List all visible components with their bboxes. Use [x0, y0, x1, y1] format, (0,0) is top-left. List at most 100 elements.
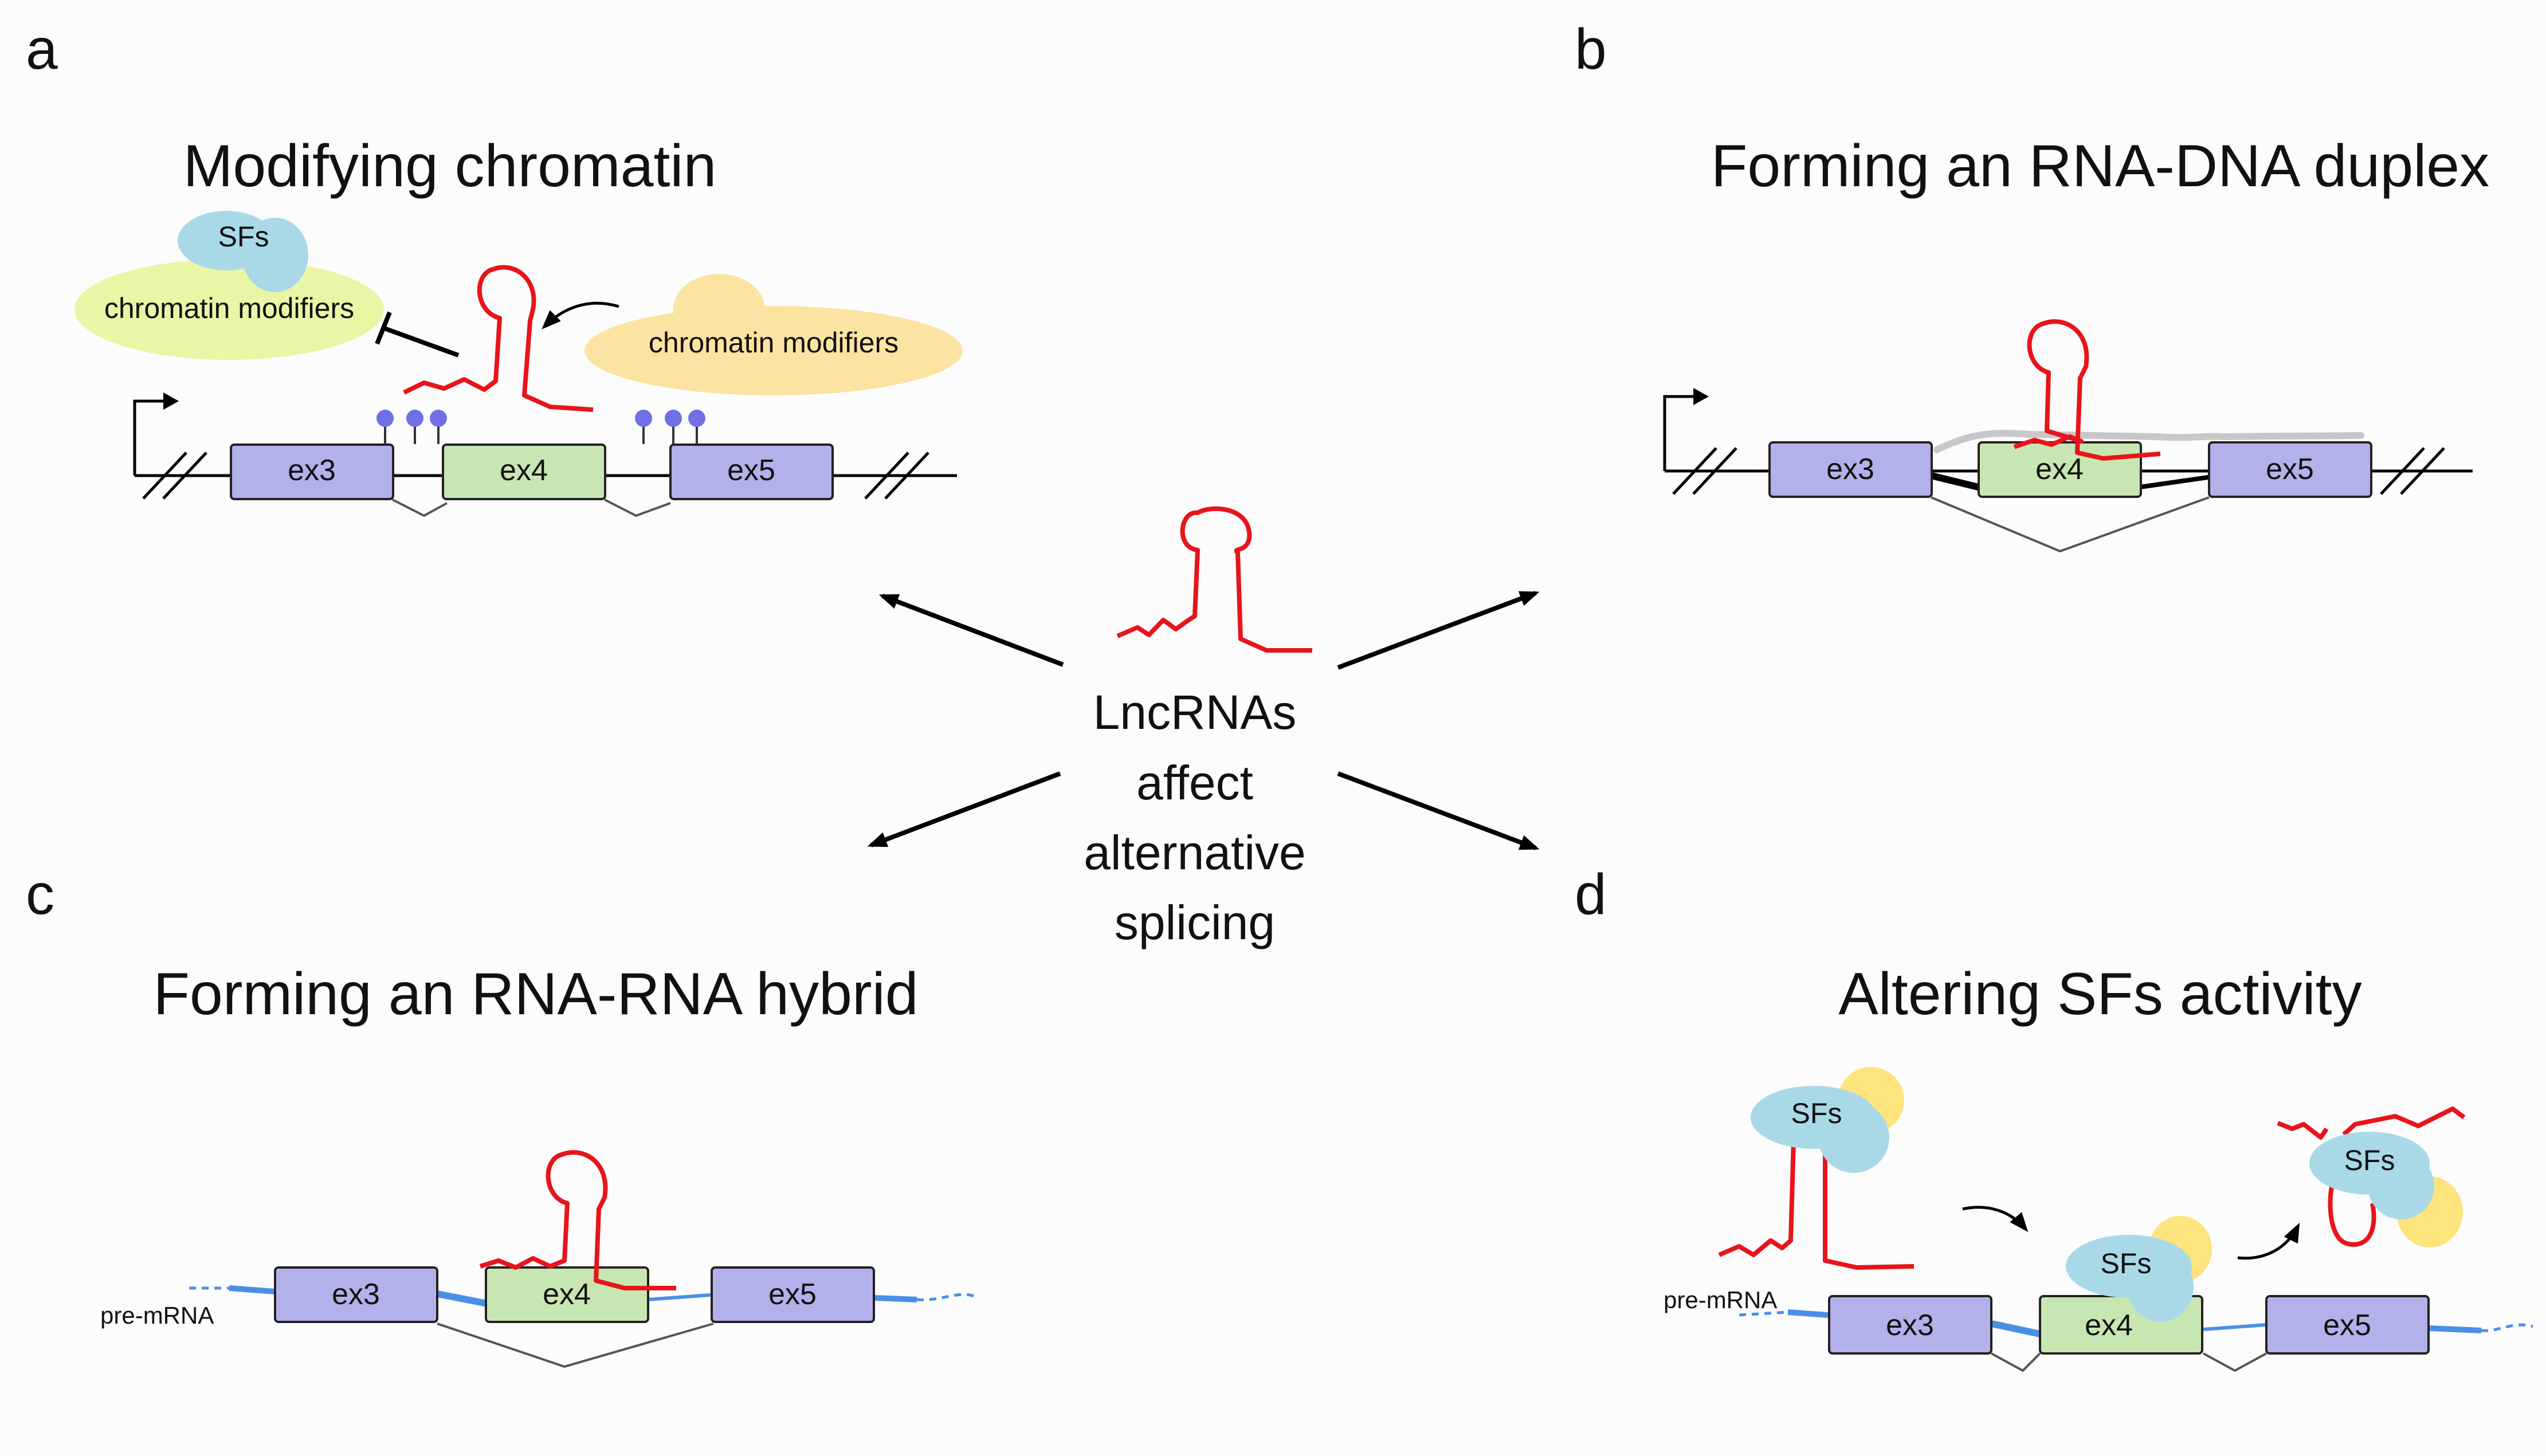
panel-d-splice-left	[1991, 1352, 2041, 1372]
panel-b-exon-3-label: ex3	[1826, 453, 1874, 486]
panel-a-exon-3-label: ex3	[288, 454, 336, 487]
panel-c-splice-line	[437, 1322, 714, 1368]
panel-b-duplex-strand-right	[2140, 474, 2212, 489]
panel-a-letter: a	[26, 17, 58, 81]
panel-b-exon-4-label: ex4	[2035, 453, 2084, 486]
panel-a-sfs-label: SFs	[218, 221, 269, 253]
panel-c-exon-5-label: ex5	[768, 1278, 817, 1311]
panel-b-exon-3	[1768, 441, 1933, 498]
panel-a-break-left-2	[162, 452, 207, 500]
panel-a-modifiers-right-label: chromatin modifiers	[649, 327, 899, 359]
panel-b-letter: b	[1575, 17, 1607, 81]
center-lncrna-hairpin	[1116, 506, 1312, 653]
panel-a: a Modifying chromatin ex3 ex4 ex5	[26, 17, 963, 517]
panel-d-premrna-right	[2429, 1325, 2482, 1333]
panel-d-premrna-dash-left	[1739, 1310, 1788, 1317]
panel-d: d Altering SFs activity pre-mRNA ex3 ex4…	[1575, 862, 2533, 1372]
panel-b-splice-line	[1931, 496, 2210, 553]
panel-b-tss-arrow	[1663, 395, 1696, 471]
panel-a-exon-5-label: ex5	[727, 454, 775, 487]
panel-d-premrna-left	[1787, 1309, 1829, 1318]
panel-a-histone-marks-right	[635, 410, 705, 444]
panel-b-exon-5-label: ex5	[2266, 453, 2314, 486]
panel-d-premrna-label: pre-mRNA	[1664, 1286, 1777, 1313]
panel-d-sfs-3-lobe	[2368, 1153, 2434, 1219]
panel-c-premrna-left	[229, 1285, 276, 1294]
panel-d-splice-right	[2203, 1352, 2267, 1372]
panel-d-exon-3	[1828, 1295, 1992, 1355]
panel-c: c Forming an RNA-RNA hybrid pre-mRNA ex3…	[26, 862, 975, 1368]
panel-a-title: Modifying chromatin	[183, 133, 717, 199]
panel-a-sfs-blob-lobe	[242, 218, 308, 292]
panel-c-premrna-intron1	[436, 1290, 488, 1307]
panel-a-histone-marks-left	[376, 410, 447, 444]
panel-b-displaced-strand	[1933, 430, 2364, 453]
panel-a-tss-arrow	[133, 399, 166, 476]
panel-d-sfs-1-label: SFs	[1791, 1097, 1842, 1129]
panel-a-exon-4	[442, 444, 606, 500]
panel-a-splice-left	[392, 499, 448, 517]
panel-d-curved-arrow-2	[2237, 1222, 2300, 1260]
panel-a-exon-5	[669, 444, 834, 500]
panel-d-sfs-1-lobe	[1818, 1102, 1889, 1173]
center-line-2: affect	[1136, 756, 1253, 810]
panel-a-modifiers-right-blob	[584, 306, 963, 395]
panel-c-exon-3-label: ex3	[332, 1278, 380, 1311]
panel-a-exon-3	[230, 444, 394, 500]
panel-b: b Forming an RNA-DNA duplex ex3 ex4 ex5	[1575, 17, 2489, 553]
panel-b-lncrna	[2013, 319, 2161, 461]
panel-d-premrna-intron1	[1990, 1320, 2041, 1337]
panel-c-lncrna	[479, 1150, 676, 1290]
center-line-1: LncRNAs	[1093, 685, 1297, 739]
panel-d-sfs-2-lobe	[2127, 1251, 2194, 1322]
panel-a-break-right-2	[884, 452, 929, 500]
panel-c-premrna-intron2	[647, 1293, 711, 1301]
center-line-3: alternative	[1084, 826, 1306, 880]
panel-c-premrna-dash-right	[916, 1293, 975, 1302]
panel-a-modifiers-left-label: chromatin modifiers	[104, 292, 354, 324]
panel-b-break-right-2	[2400, 447, 2445, 495]
panel-d-premrna-intron2	[2203, 1323, 2267, 1331]
panel-c-exon-3	[274, 1266, 438, 1323]
panel-d-exon-4-label: ex4	[2085, 1309, 2133, 1342]
panel-c-title: Forming an RNA-RNA hybrid	[153, 961, 918, 1027]
arrow-to-d	[1337, 771, 1540, 850]
panel-d-lncrna-right	[2277, 1106, 2466, 1247]
panel-b-title: Forming an RNA-DNA duplex	[1711, 133, 2489, 199]
panel-b-exon-5	[2208, 441, 2372, 498]
arrow-to-b	[1337, 591, 1540, 670]
panel-a-inhibition-line	[382, 325, 460, 358]
panel-c-exon-5	[711, 1266, 875, 1323]
panel-d-sfs-3-label: SFs	[2344, 1144, 2395, 1176]
panel-b-break-right-1	[2380, 447, 2425, 495]
panel-d-exon-5	[2265, 1295, 2430, 1355]
panel-a-curved-arrow	[542, 301, 619, 329]
panel-d-exon-3-label: ex3	[1886, 1309, 1934, 1342]
panel-d-letter: d	[1575, 862, 1607, 927]
panel-c-letter: c	[26, 862, 54, 927]
panel-b-tss-arrowhead	[1693, 388, 1709, 405]
panel-a-break-right-1	[864, 452, 909, 500]
panel-a-break-left-1	[142, 452, 187, 500]
arrow-to-a	[878, 594, 1064, 667]
panel-c-premrna-label: pre-mRNA	[100, 1302, 214, 1329]
panel-d-curved-arrow-1	[1962, 1206, 2029, 1233]
panel-d-exon-5-label: ex5	[2323, 1309, 2371, 1342]
center-group: LncRNAs affect alternative splicing	[867, 506, 1540, 949]
panel-d-sfs-2-label: SFs	[2101, 1247, 2152, 1280]
panel-a-lncrna	[403, 265, 594, 412]
arrow-to-c	[867, 771, 1061, 847]
panel-b-break-left-2	[1692, 447, 1737, 495]
panel-a-modifiers-left-blob	[74, 259, 384, 360]
panel-b-break-left-1	[1672, 447, 1717, 495]
panel-a-tss-arrowhead	[163, 393, 179, 410]
panel-c-exon-4-label: ex4	[543, 1278, 591, 1311]
center-line-4: splicing	[1115, 896, 1275, 949]
panel-a-splice-right	[604, 499, 671, 517]
panel-b-duplex-strand-left	[1930, 472, 1984, 492]
panel-a-inhibition-bar	[375, 311, 392, 345]
panel-c-exon-4	[485, 1266, 649, 1323]
panel-c-premrna-right	[873, 1295, 917, 1302]
